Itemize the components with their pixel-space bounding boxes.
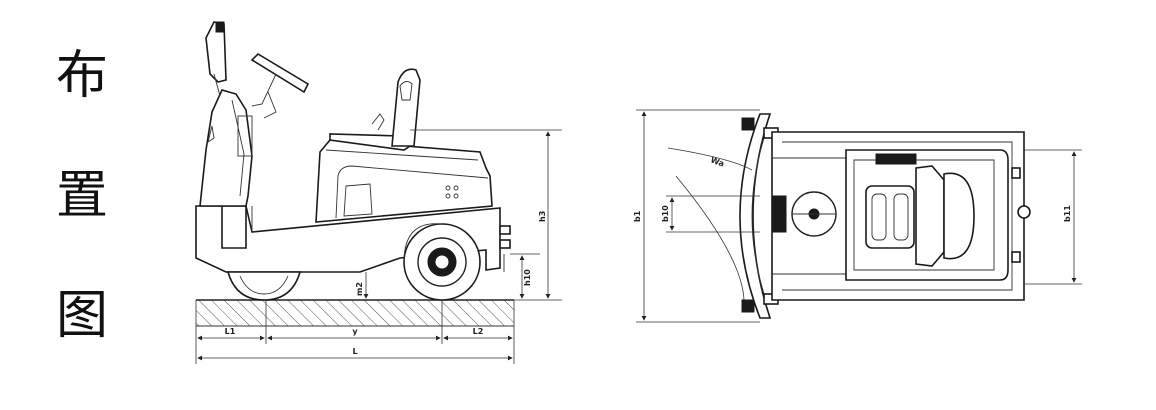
layout-drawing: 布 置 图 [56, 21, 1082, 364]
y-label: y [352, 327, 358, 336]
top-view: b1 b10 b11 Wa [633, 109, 1082, 323]
Wa-label: Wa [709, 155, 725, 168]
top-body [771, 131, 1031, 301]
top-dimensions: b1 b10 b11 Wa [633, 109, 1082, 323]
title-char-2: 置 [55, 166, 108, 226]
rear-wheel [403, 223, 481, 301]
side-view: h3 h10 m2 L1 y L2 [195, 21, 562, 364]
m2-label: m2 [355, 282, 364, 296]
h10-label: h10 [523, 269, 532, 286]
drawing-canvas: h3 h10 m2 L1 y L2 [195, 21, 1082, 364]
b1-label: b1 [633, 210, 642, 222]
title-char-3: 图 [55, 286, 108, 346]
L2-label: L2 [473, 327, 484, 336]
page-title: 布 置 图 [44, 50, 120, 410]
b10-label: b10 [661, 205, 670, 222]
ground [196, 299, 514, 327]
tow-hitch [499, 225, 511, 272]
L-label: L [352, 347, 357, 356]
side-dimensions: h3 h10 m2 L1 y L2 [195, 129, 562, 364]
b11-label: b11 [1063, 205, 1072, 222]
title-char-1: 布 [55, 46, 108, 106]
L1-label: L1 [225, 327, 236, 336]
front-wheel [226, 271, 302, 301]
h3-label: h3 [538, 211, 547, 222]
front-bumper [739, 113, 779, 319]
